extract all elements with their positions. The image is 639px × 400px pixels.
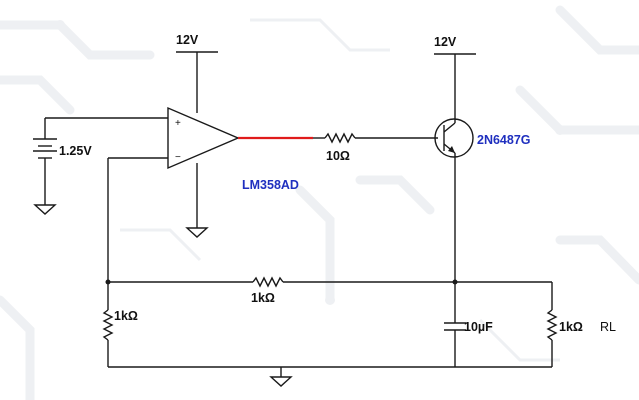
transistor-part-label: 2N6487G [477, 133, 531, 147]
ground-symbol-vref [33, 204, 57, 215]
supply-opamp-label: 12V [176, 33, 199, 47]
capacitor-10uf[interactable]: 10µF [444, 282, 493, 367]
resistor-load-rl[interactable]: 1kΩ RL [546, 282, 616, 367]
ground-symbol-bottom [269, 376, 293, 387]
load-name-label: RL [600, 320, 616, 334]
supply-12v-transistor: 12V [434, 35, 476, 123]
ground-symbol-opamp [185, 227, 209, 238]
r-load-label: 1kΩ [559, 320, 583, 334]
supply-transistor-label: 12V [434, 35, 457, 49]
r-base-label: 10Ω [326, 149, 350, 163]
opamp-lm358ad[interactable]: + − LM358AD [167, 106, 299, 192]
background-traces [0, 5, 639, 400]
vref-label: 1.25V [59, 144, 92, 158]
opamp-plus-pin: + [175, 118, 181, 129]
resistor-10ohm[interactable]: 10Ω [313, 132, 438, 163]
opamp-part-label: LM358AD [242, 178, 299, 192]
capacitor-label: 10µF [464, 320, 493, 334]
voltage-source-1v25[interactable]: 1.25V [33, 118, 92, 205]
transistor-2n6487g[interactable]: 2N6487G [434, 118, 531, 158]
resistor-feedback-1k[interactable]: 1kΩ [108, 276, 552, 305]
opamp-minus-pin: − [175, 152, 181, 163]
r-sense-label: 1kΩ [114, 309, 138, 323]
supply-12v-opamp: 12V [176, 33, 218, 113]
resistor-sense-1k[interactable]: 1kΩ [102, 282, 138, 367]
r-feedback-label: 1kΩ [251, 291, 275, 305]
